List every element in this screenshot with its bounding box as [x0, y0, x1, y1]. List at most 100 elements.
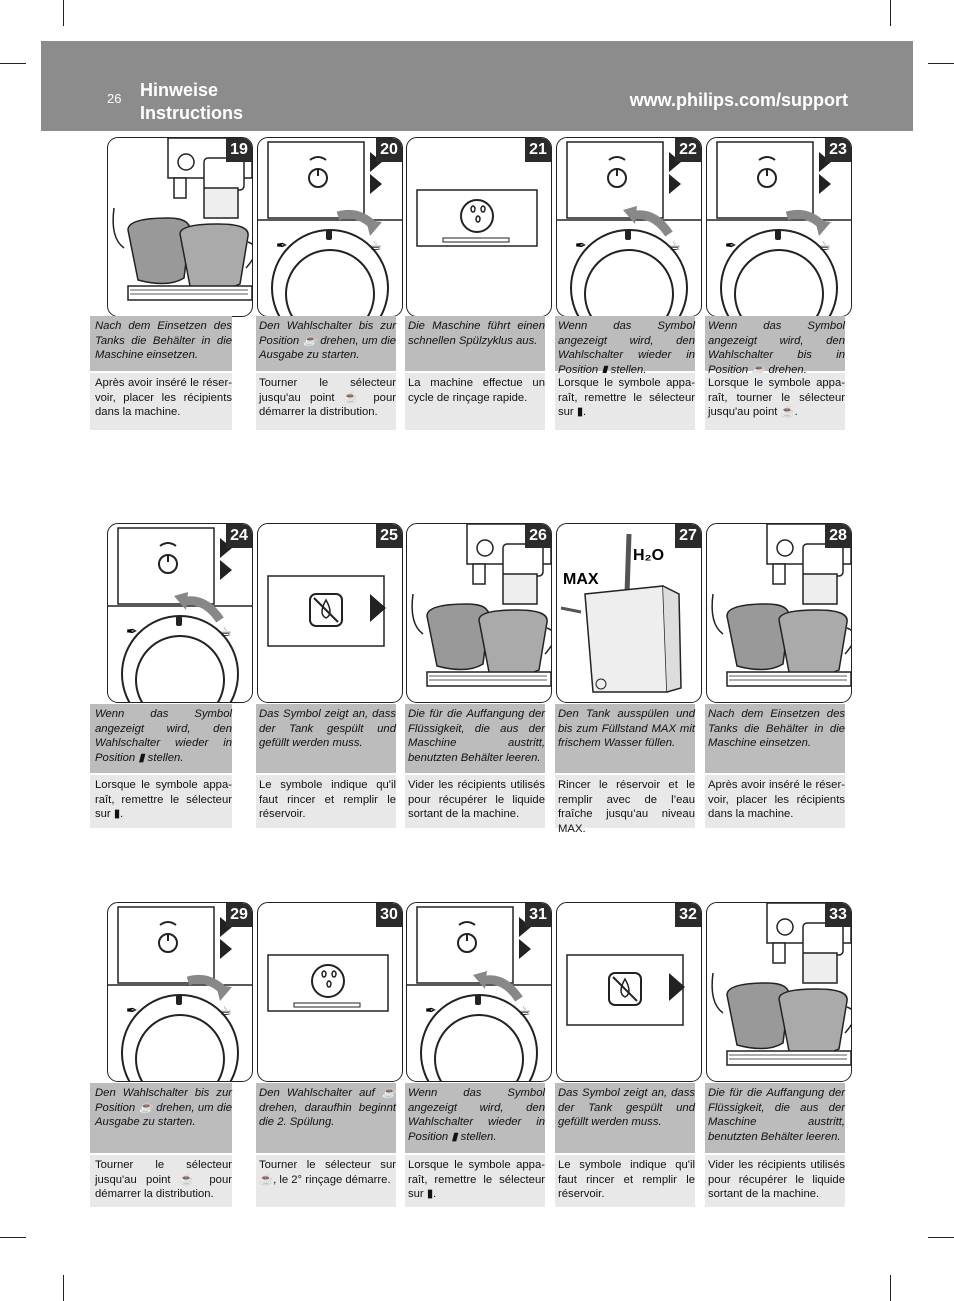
- illustration-drawing: ✒ ☕: [108, 527, 252, 702]
- step-illustration: ✒ ☕ 31: [406, 902, 552, 1082]
- step-number: 31: [525, 903, 551, 927]
- svg-text:☕: ☕: [370, 239, 382, 254]
- crop-mark: [928, 1237, 954, 1238]
- step-text-de: Wenn das Symbol angezeigt wird, den Wahl…: [92, 704, 232, 773]
- step-text-fr: Lorsque le symbole appa­raît, remettre l…: [405, 1155, 545, 1207]
- step-text-fr: Tourner le sélecteur sur ☕, le 2° rinçag…: [256, 1155, 396, 1207]
- title-fr: Instructions: [140, 103, 244, 123]
- illustration-drawing: ✒ ☕: [557, 141, 701, 316]
- step-text-fr: Tourner le sélecteur jusqu'au point ☕ po…: [92, 1155, 232, 1207]
- step-number: 27: [675, 524, 701, 548]
- step-illustration: 28: [706, 523, 852, 703]
- svg-text:☕: ☕: [819, 239, 831, 254]
- step-number: 23: [825, 138, 851, 162]
- svg-text:☕: ☕: [669, 239, 681, 254]
- svg-text:☕: ☕: [519, 1004, 531, 1019]
- max-label: MAX: [563, 571, 599, 588]
- step-text-fr: Vider les récipients utilisés pour récup…: [705, 1155, 845, 1207]
- illustration-drawing: [711, 524, 851, 687]
- illustration-drawing: [267, 575, 386, 647]
- step-text-fr: Lorsque le symbole appa­raît, tourner le…: [705, 373, 845, 430]
- step-text-de: Die für die Auffangung der Flüssigkeit, …: [405, 704, 545, 773]
- step-text-de: Nach dem Einsetzen des Tanks die Behälte…: [705, 704, 845, 773]
- step-illustration: MAX H₂O 27: [556, 523, 702, 703]
- step-text-fr: Rincer le réservoir et le remplir avec d…: [555, 775, 695, 835]
- step-number: 22: [675, 138, 701, 162]
- step-illustration: 25: [257, 523, 403, 703]
- step-illustration: 32: [556, 902, 702, 1082]
- step-number: 33: [825, 903, 851, 927]
- illustration-drawing: ✒ ☕: [108, 906, 252, 1081]
- step-text-de: Wenn das Symbol angezeigt wird, den Wahl…: [405, 1083, 545, 1153]
- step-text-de: Den Wahlschalter bis zur Position ☕ dreh…: [92, 1083, 232, 1153]
- step-text-de: Das Symbol zeigt an, dass der Tank gespü…: [256, 704, 396, 773]
- step-number: 29: [226, 903, 252, 927]
- svg-text:✒: ✒: [725, 238, 737, 254]
- illustration-drawing: [411, 524, 551, 687]
- page-title: Hinweise Instructions: [140, 79, 243, 125]
- page-number: 26: [107, 91, 122, 106]
- illustration-drawing: ✒ ☕: [407, 906, 551, 1081]
- svg-text:☕: ☕: [220, 1004, 232, 1019]
- svg-text:✒: ✒: [126, 1003, 138, 1019]
- illustration-drawing: [416, 189, 538, 247]
- step-illustration: 19: [107, 137, 253, 317]
- crop-mark: [63, 0, 64, 26]
- illustration-drawing: ✒ ☕: [707, 141, 851, 316]
- step-text-fr: Après avoir inséré le réser­voir, placer…: [92, 373, 232, 430]
- step-number: 30: [376, 903, 402, 927]
- title-de: Hinweise: [140, 80, 219, 100]
- step-number: 24: [226, 524, 252, 548]
- step-number: 28: [825, 524, 851, 548]
- step-text-fr: Lorsque le symbole appa­raît, remettre l…: [555, 373, 695, 430]
- crop-mark: [890, 1275, 891, 1301]
- svg-text:✒: ✒: [425, 1003, 437, 1019]
- step-illustration: 33: [706, 902, 852, 1082]
- step-text-de: Den Wahlschalter auf ☕ drehen, daraufhin…: [256, 1083, 396, 1153]
- step-text-de: Die Maschine führt einen schnellen Spülz…: [405, 316, 545, 371]
- step-text-fr: Lorsque le symbole appa­raît, remettre l…: [92, 775, 232, 828]
- page-header: 26 Hinweise Instructions www.philips.com…: [41, 41, 913, 131]
- step-illustration: ✒ ☕ 20: [257, 137, 403, 317]
- step-text-fr: Après avoir inséré le réser­voir, placer…: [705, 775, 845, 828]
- svg-text:✒: ✒: [126, 624, 138, 640]
- svg-text:☕: ☕: [220, 625, 232, 640]
- illustration-drawing: [112, 138, 252, 301]
- svg-text:✒: ✒: [575, 238, 587, 254]
- step-text-fr: Le symbole indique qu'il faut rincer et …: [555, 1155, 695, 1207]
- svg-text:✒: ✒: [276, 238, 288, 254]
- step-illustration: ✒ ☕ 23: [706, 137, 852, 317]
- step-illustration: ✒ ☕ 24: [107, 523, 253, 703]
- step-illustration: 21: [406, 137, 552, 317]
- step-text-fr: Vider les récipients utilisés pour récup…: [405, 775, 545, 828]
- step-text-fr: Le symbole indique qu'il faut rincer et …: [256, 775, 396, 828]
- step-text-de: Wenn das Symbol angezeigt wird, den Wahl…: [555, 316, 695, 376]
- step-text-fr: Tourner le sélecteur jusqu'au point ☕ po…: [256, 373, 396, 430]
- crop-mark: [928, 63, 954, 64]
- step-text-de: Das Symbol zeigt an, dass der Tank gespü…: [555, 1083, 695, 1153]
- step-number: 21: [525, 138, 551, 162]
- illustration-drawing: [711, 903, 851, 1066]
- step-number: 26: [525, 524, 551, 548]
- step-text-fr: La machine effectue un cycle de rinçage …: [405, 373, 545, 430]
- step-text-de: Den Wahlschalter bis zur Position ☕ dreh…: [256, 316, 396, 371]
- step-number: 19: [226, 138, 252, 162]
- step-number: 25: [376, 524, 402, 548]
- support-url[interactable]: www.philips.com/support: [629, 90, 848, 110]
- illustration-drawing: MAX H₂O: [560, 533, 682, 693]
- step-illustration: ✒ ☕ 22: [556, 137, 702, 317]
- illustration-drawing: ✒ ☕: [258, 141, 402, 316]
- crop-mark: [890, 0, 891, 26]
- step-text-de: Nach dem Einsetzen des Tanks die Behälte…: [92, 316, 232, 371]
- step-illustration: ✒ ☕ 29: [107, 902, 253, 1082]
- step-number: 20: [376, 138, 402, 162]
- step-text-de: Die für die Auffangung der Flüssigkeit, …: [705, 1083, 845, 1153]
- illustration-drawing: [566, 954, 685, 1026]
- crop-mark: [0, 1237, 26, 1238]
- step-illustration: 30: [257, 902, 403, 1082]
- crop-mark: [63, 1275, 64, 1301]
- step-text-de: Wenn das Symbol angezeigt wird, den Wahl…: [705, 316, 845, 376]
- illustration-drawing: [267, 954, 389, 1012]
- step-text-de: Den Tank ausspülen und bis zum Füllstand…: [555, 704, 695, 773]
- h2o-label: H₂O: [633, 547, 664, 564]
